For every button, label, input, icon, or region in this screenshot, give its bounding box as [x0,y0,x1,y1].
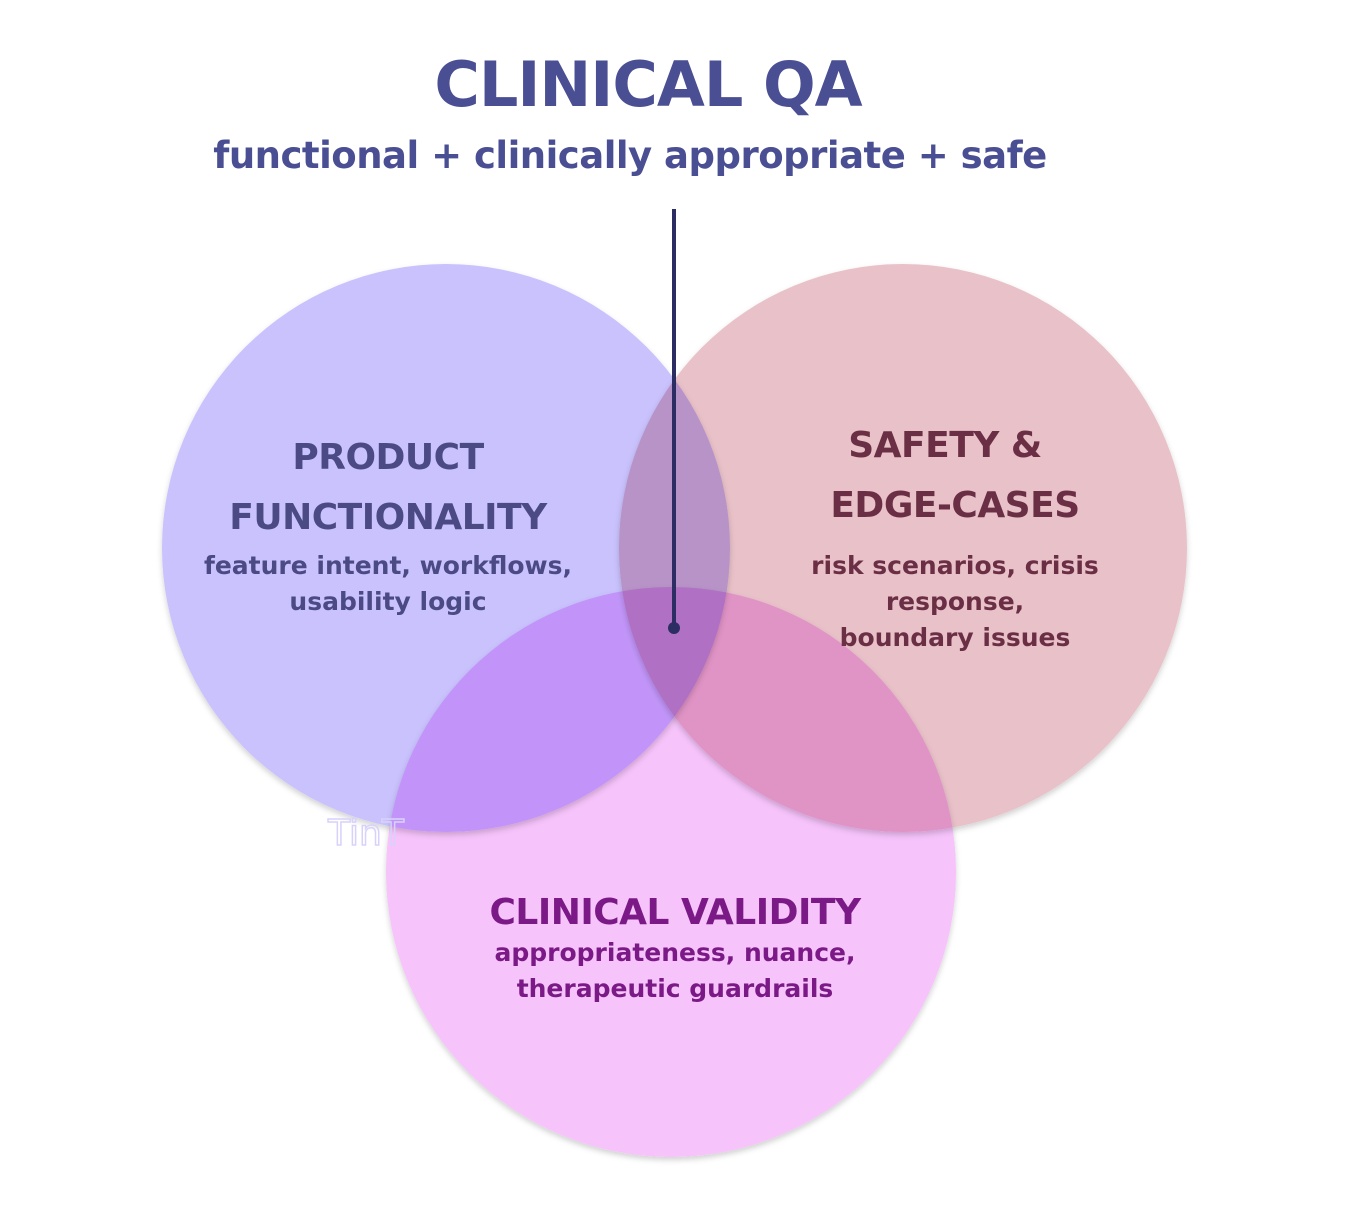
diagram-title: CLINICAL QA [434,48,862,121]
diagram-subtitle: functional + clinically appropriate + sa… [213,134,1047,177]
safety-desc-1: risk scenarios, crisis response, [811,551,1099,616]
clinical-desc-2: therapeutic guardrails [516,974,834,1003]
tint-logo: TinT [327,813,405,854]
pointer-dot [668,622,680,634]
safety-heading-1: SAFETY & [848,425,1042,466]
clinical-heading: CLINICAL VALIDITY [489,892,861,933]
safety-desc-2: boundary issues [839,623,1071,652]
product-functionality-label: PRODUCT FUNCTIONALITY feature intent, wo… [188,428,588,620]
product-desc-1: feature intent, workflows, [203,551,573,580]
product-desc-2: usability logic [289,587,487,616]
safety-edge-cases-label: SAFETY & EDGE-CASES risk scenarios, cris… [740,416,1170,656]
clinical-desc-1: appropriateness, nuance, [494,938,856,967]
product-heading-1: PRODUCT [292,437,484,478]
circle-clinical-validity [386,587,956,1157]
safety-heading-2: EDGE-CASES [830,485,1080,526]
product-heading-2: FUNCTIONALITY [229,497,547,538]
clinical-validity-label: CLINICAL VALIDITY appropriateness, nuanc… [455,883,895,1007]
